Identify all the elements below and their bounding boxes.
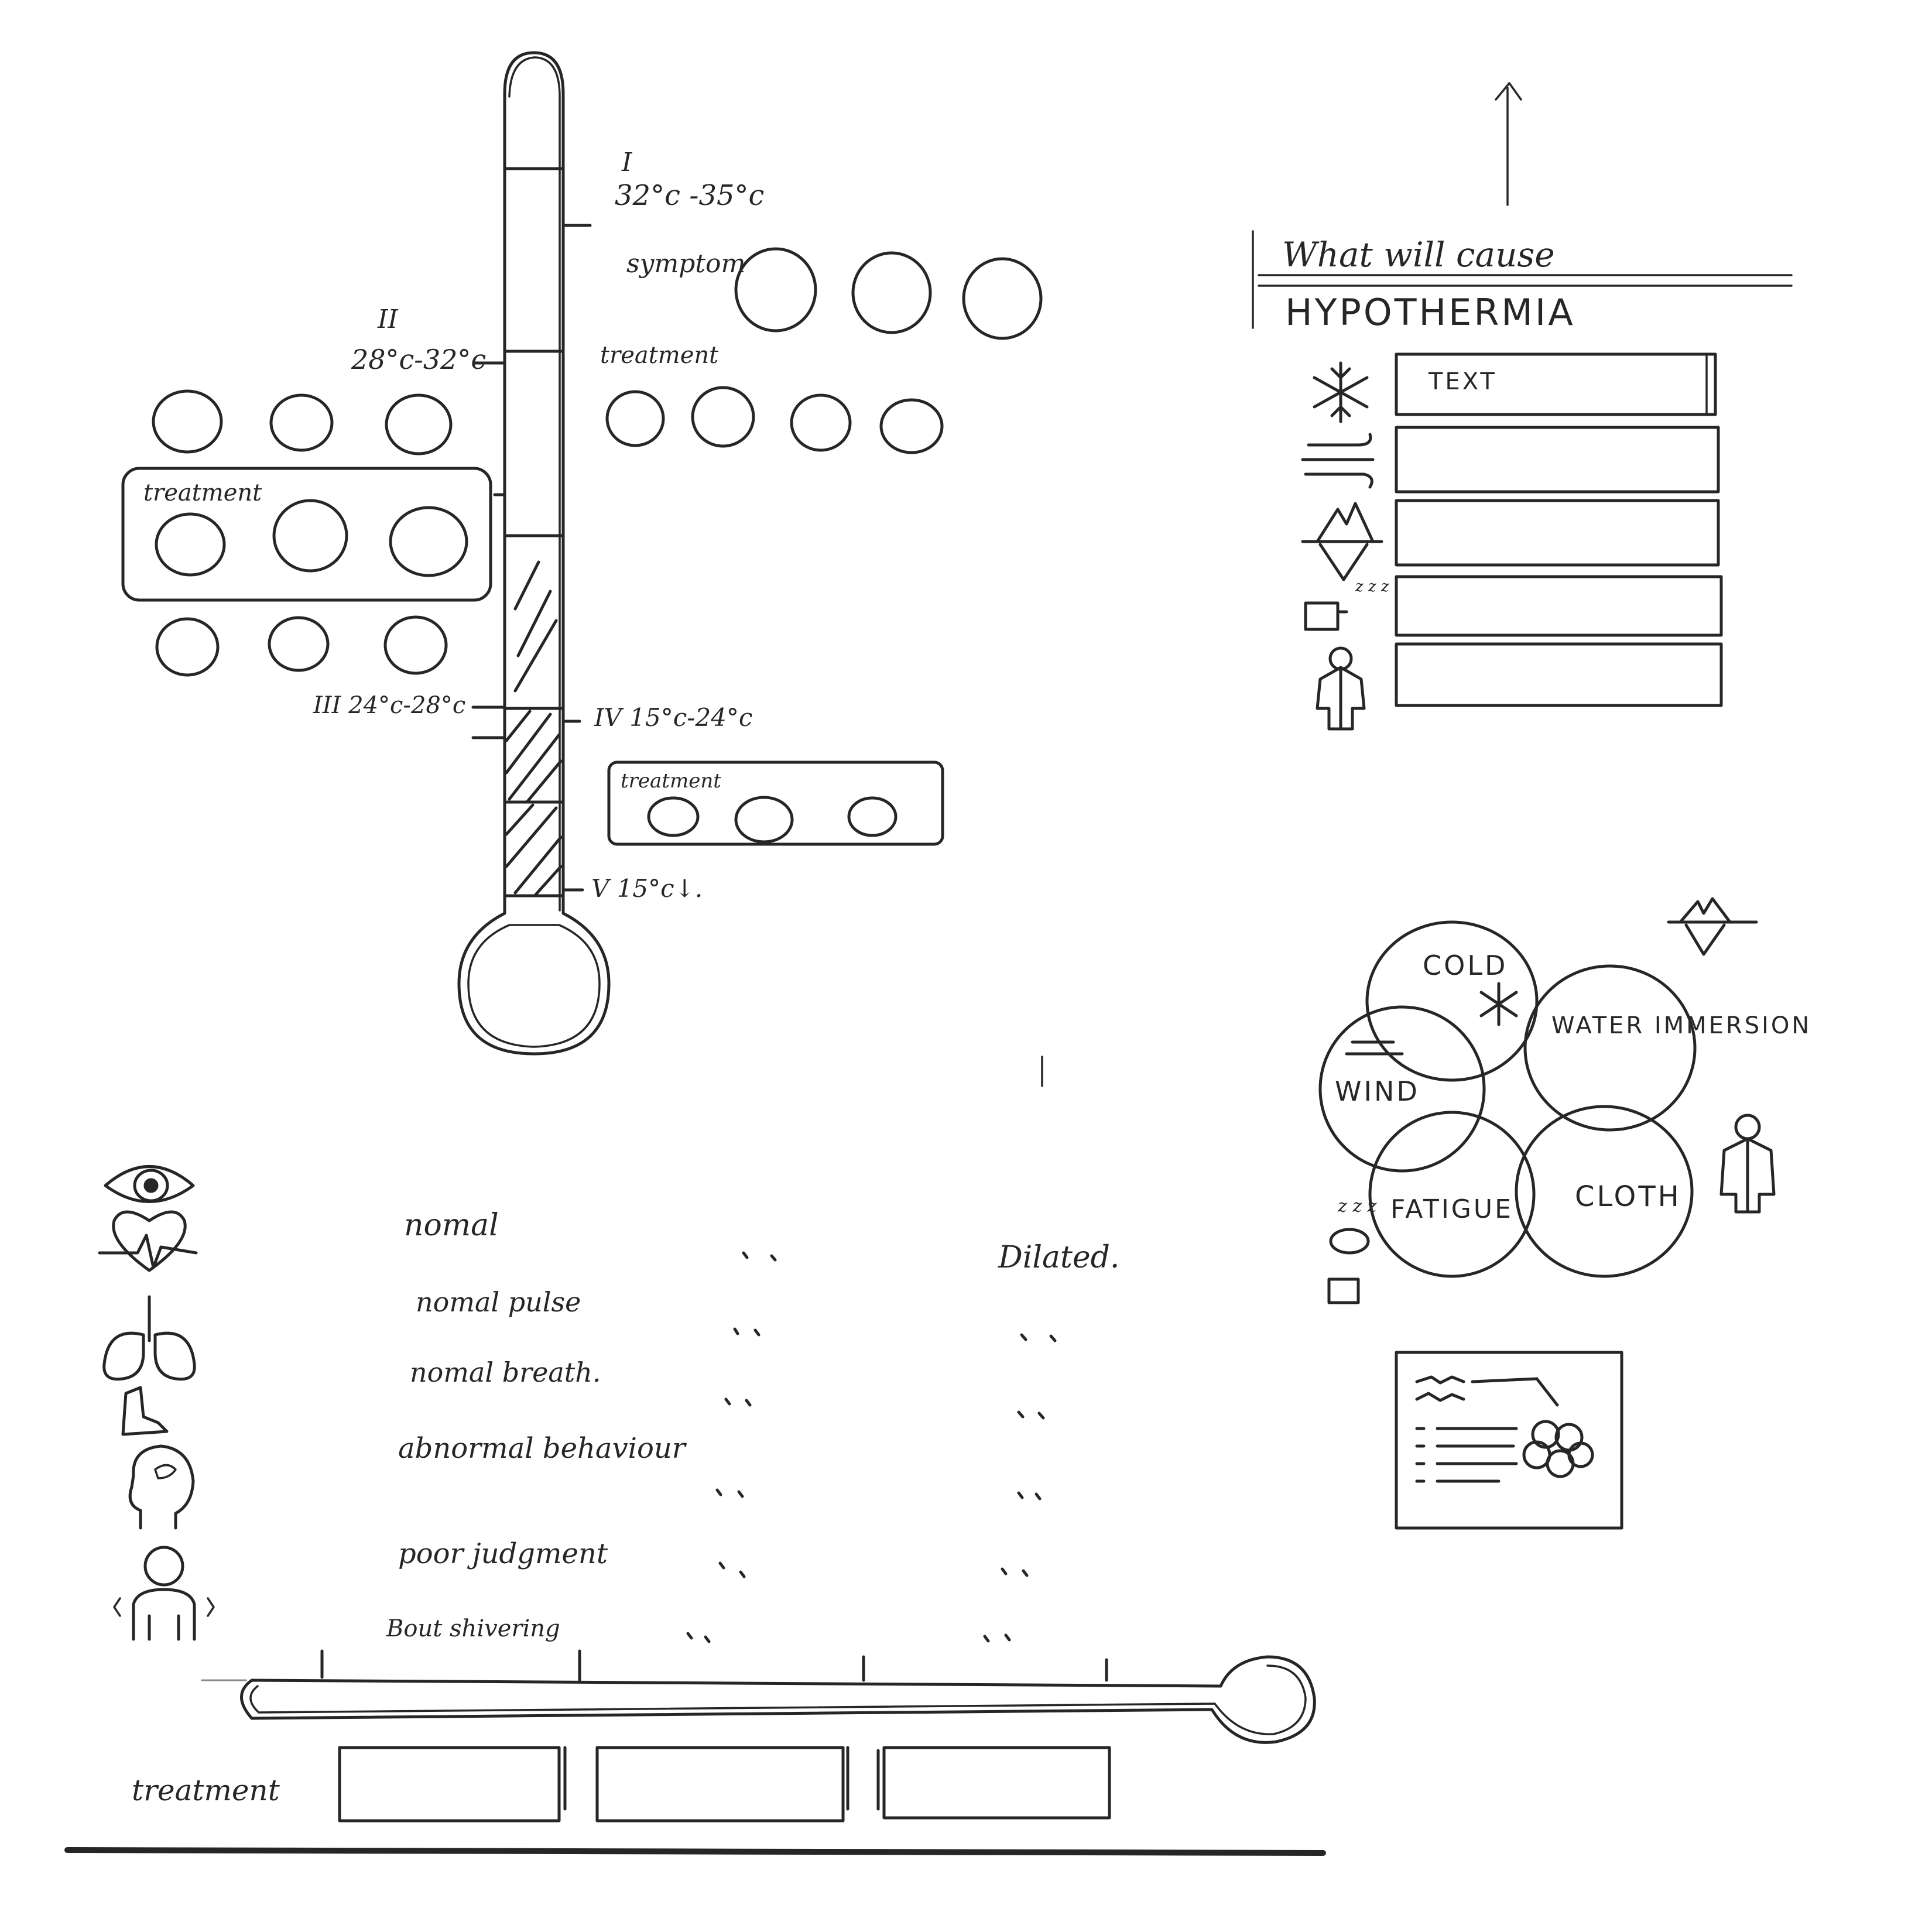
treatment-circle[interactable] — [849, 798, 896, 835]
treatment-circle[interactable] — [156, 514, 224, 575]
cause-row[interactable] — [1396, 577, 1721, 635]
cause-row[interactable] — [1396, 501, 1718, 565]
symptom-row-label-text: abnormal behaviour — [398, 1432, 687, 1465]
treatment-row-bottom: treatment — [67, 1748, 1323, 1853]
treatment-group-upper: treatment — [600, 342, 942, 453]
treatment-circle[interactable] — [792, 395, 850, 450]
stage-5-range: 15°c↓. — [617, 874, 703, 903]
causes-heading: What will cause — [1282, 235, 1555, 275]
coat-icon — [1317, 648, 1364, 729]
shivering-person-icon — [114, 1547, 214, 1639]
sleepy-battery-icon: z z z — [1306, 578, 1389, 629]
stage-5-numeral: V — [591, 874, 611, 903]
venn-label-water: WATER IMMERSION — [1551, 1012, 1811, 1039]
symptom-row-label: nomal pulse — [416, 1286, 581, 1318]
coat-icon — [1721, 1115, 1774, 1212]
option-circle[interactable] — [153, 391, 221, 452]
svg-text:z z z: z z z — [1337, 1196, 1377, 1217]
head-brain-icon — [130, 1446, 193, 1528]
treatment-label-upper: treatment — [600, 342, 719, 369]
treatment-circle[interactable] — [693, 388, 753, 446]
option-circle[interactable] — [157, 619, 218, 675]
treatment-circle[interactable] — [390, 508, 467, 576]
treatment-circle[interactable] — [274, 501, 347, 571]
stage-3-label: III 24°c-28°c — [313, 692, 465, 719]
iceberg-icon — [1303, 503, 1382, 580]
symptom-row-label: nomal breath. — [410, 1356, 601, 1388]
option-circle[interactable] — [269, 618, 328, 670]
thumbnail-text-lines — [1417, 1377, 1557, 1481]
symptom-row-label: nomal — [404, 1208, 499, 1243]
wind-icon — [1303, 434, 1373, 487]
venn-circle-cold[interactable] — [1367, 922, 1537, 1080]
option-circle[interactable] — [271, 395, 332, 450]
treatment-label-boxed-right: treatment — [621, 769, 721, 793]
symptom-label: symptom — [626, 249, 745, 279]
venn-label-wind: WIND — [1335, 1075, 1420, 1107]
progress-dots — [688, 1253, 1055, 1642]
venn-diagram: COLD WATER IMMERSION WIND FATIGUE CLOTH … — [1320, 899, 1811, 1303]
treatment-slot[interactable] — [884, 1748, 1109, 1818]
stage-5-label: V 15°c↓. — [591, 874, 703, 903]
causes-panel: What will cause HYPOTHERMIA TEXT — [1253, 83, 1791, 729]
arm-muscle-icon — [123, 1388, 167, 1434]
thumbnail-card[interactable] — [1396, 1352, 1622, 1528]
stage-4-numeral: IV — [594, 703, 624, 732]
sleepy-battery-icon: z z z — [1329, 1196, 1377, 1303]
stage-3-numeral: III — [313, 692, 342, 719]
treatment-group-right: treatment — [609, 762, 943, 844]
thumbnail-venn-icon — [1524, 1421, 1592, 1477]
snowflake-icon — [1481, 984, 1516, 1025]
cause-row[interactable] — [1396, 644, 1721, 705]
symptom-row-label: abnormal behaviour — [398, 1432, 687, 1465]
treatment-circle[interactable] — [649, 798, 698, 835]
causes-title: HYPOTHERMIA — [1285, 291, 1575, 334]
treatment-circle[interactable] — [881, 400, 942, 453]
symptom-circle[interactable] — [964, 259, 1041, 338]
venn-label-fatigue: FATIGUE — [1390, 1194, 1513, 1224]
cause-row[interactable] — [1396, 427, 1718, 492]
treatment-circle[interactable] — [736, 797, 792, 842]
venn-label-cold: COLD — [1423, 950, 1508, 981]
symptom-circle[interactable] — [853, 253, 930, 333]
option-circle[interactable] — [385, 617, 446, 673]
symptom-circle[interactable] — [736, 249, 816, 331]
vertical-thermometer — [459, 53, 609, 1054]
heart-pulse-icon — [100, 1212, 196, 1270]
treatment-group-left: treatment — [123, 391, 491, 675]
snowflake-icon — [1314, 363, 1367, 422]
symptom-group: symptom — [626, 249, 1041, 338]
stage-2-range: 28°c-32°c — [351, 344, 486, 375]
treatment-slot[interactable] — [340, 1748, 559, 1821]
wind-icon — [1347, 1042, 1402, 1054]
option-circle[interactable] — [386, 395, 451, 454]
stage-4-label: IV 15°c-24°c — [594, 703, 752, 732]
lungs-icon — [104, 1297, 194, 1379]
venn-label-cloth: CLOTH — [1575, 1180, 1681, 1213]
symptom-row-label: Bout shivering — [386, 1615, 560, 1642]
stage-1-numeral: I — [621, 148, 633, 177]
eye-icon — [105, 1167, 193, 1202]
treatment-circle[interactable] — [607, 392, 663, 446]
symptom-row-label: poor judgment — [398, 1537, 608, 1570]
treatment-label-bottom: treatment — [132, 1773, 280, 1807]
stage-3-range: 24°c-28°c — [348, 692, 465, 719]
treatment-label-boxed-left: treatment — [143, 479, 262, 506]
symptom-row-end-value: Dilated. — [998, 1240, 1119, 1275]
stage-2-numeral: II — [377, 304, 399, 334]
stage-1-range: 32°c -35°c — [615, 179, 764, 212]
symptom-table: nomal Dilated. nomal pulse nomal breath.… — [100, 1167, 1119, 1643]
cause-row-text: TEXT — [1428, 368, 1497, 395]
svg-text:z z z: z z z — [1355, 578, 1389, 595]
stage-4-range: 15°c-24°c — [629, 703, 752, 732]
horizontal-thermometer — [202, 1651, 1314, 1742]
treatment-slot[interactable] — [597, 1748, 843, 1821]
iceberg-icon — [1669, 899, 1756, 954]
